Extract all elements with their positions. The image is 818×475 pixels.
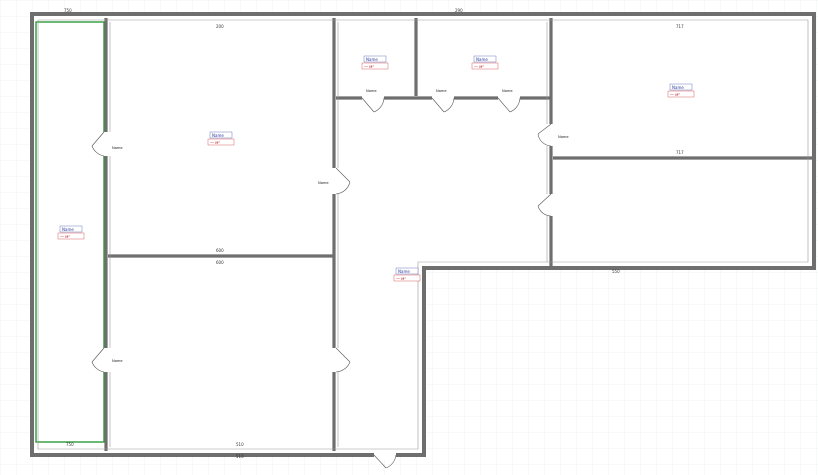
door-5[interactable]: Name xyxy=(497,89,521,113)
svg-text:Name: Name xyxy=(212,133,224,138)
door-9 xyxy=(537,193,556,217)
dim-label: 600 xyxy=(216,248,224,253)
svg-text:— м²: — м² xyxy=(210,140,220,145)
doors: Name Name Name Name Name Name xyxy=(91,89,569,469)
svg-text:Name: Name xyxy=(366,57,378,62)
door-swing-icon xyxy=(335,347,351,373)
svg-text:Name: Name xyxy=(112,359,123,363)
door-swing-icon xyxy=(431,97,455,113)
svg-text:— м²: — м² xyxy=(364,64,374,69)
door-4[interactable]: Name xyxy=(431,89,455,113)
wall-inner-lines xyxy=(37,19,809,450)
dim-label: 750 xyxy=(66,442,74,447)
door-8 xyxy=(329,347,351,373)
highlighted-room-outline xyxy=(35,21,105,443)
door-2[interactable]: Name xyxy=(318,167,351,195)
dim-label: 200 xyxy=(216,24,224,29)
svg-text:— м²: — м² xyxy=(60,234,70,239)
svg-text:Name: Name xyxy=(558,135,569,139)
outer-wall xyxy=(30,12,816,457)
svg-text:Name: Name xyxy=(366,89,377,93)
room-label-1[interactable]: Name — м² xyxy=(57,225,85,240)
dim-label: 510 xyxy=(236,442,244,447)
door-swing-icon xyxy=(91,347,105,373)
room-label-6[interactable]: Name — м² xyxy=(393,267,421,282)
room-label-4[interactable]: Name — м² xyxy=(471,55,499,70)
dim-label: 600 xyxy=(216,260,224,265)
door-swing-icon xyxy=(335,167,351,195)
svg-text:Name: Name xyxy=(318,181,329,185)
dim-label: 290 xyxy=(455,8,463,13)
door-swing-icon xyxy=(373,454,397,469)
svg-text:Name: Name xyxy=(476,57,488,62)
dim-label: 550 xyxy=(612,269,620,274)
door-3[interactable]: Name xyxy=(361,89,385,113)
svg-text:Name: Name xyxy=(672,85,684,90)
svg-text:Name: Name xyxy=(398,269,410,274)
dimension-labels: 750 290 200 717 600 717 600 550 750 510 … xyxy=(64,8,684,459)
door-swing-icon xyxy=(91,131,105,157)
room-label-5[interactable]: Name — м² xyxy=(667,83,695,98)
door-1[interactable]: Name xyxy=(91,131,123,157)
svg-text:Name: Name xyxy=(62,227,74,232)
door-7[interactable]: Name xyxy=(91,347,123,373)
dim-label: 510 xyxy=(236,454,244,459)
door-6[interactable]: Name xyxy=(537,123,569,147)
svg-text:Name: Name xyxy=(112,146,123,150)
door-swing-icon xyxy=(497,97,521,113)
svg-text:— м²: — м² xyxy=(474,64,484,69)
dim-label: 717 xyxy=(676,150,684,155)
svg-text:— м²: — м² xyxy=(396,276,406,281)
door-swing-icon xyxy=(537,123,552,147)
svg-text:— м²: — м² xyxy=(670,92,680,97)
door-entrance xyxy=(373,450,397,469)
room-labels: Name — м² Name — м² Name — м² Name — м² … xyxy=(57,55,695,282)
door-swing-icon xyxy=(537,193,552,217)
svg-text:Name: Name xyxy=(502,89,513,93)
room-label-3[interactable]: Name — м² xyxy=(361,55,389,70)
dim-label: 717 xyxy=(676,24,684,29)
room-label-2[interactable]: Name — м² xyxy=(207,131,235,146)
svg-text:Name: Name xyxy=(436,89,447,93)
dim-label: 750 xyxy=(64,8,72,13)
door-swing-icon xyxy=(361,97,385,113)
